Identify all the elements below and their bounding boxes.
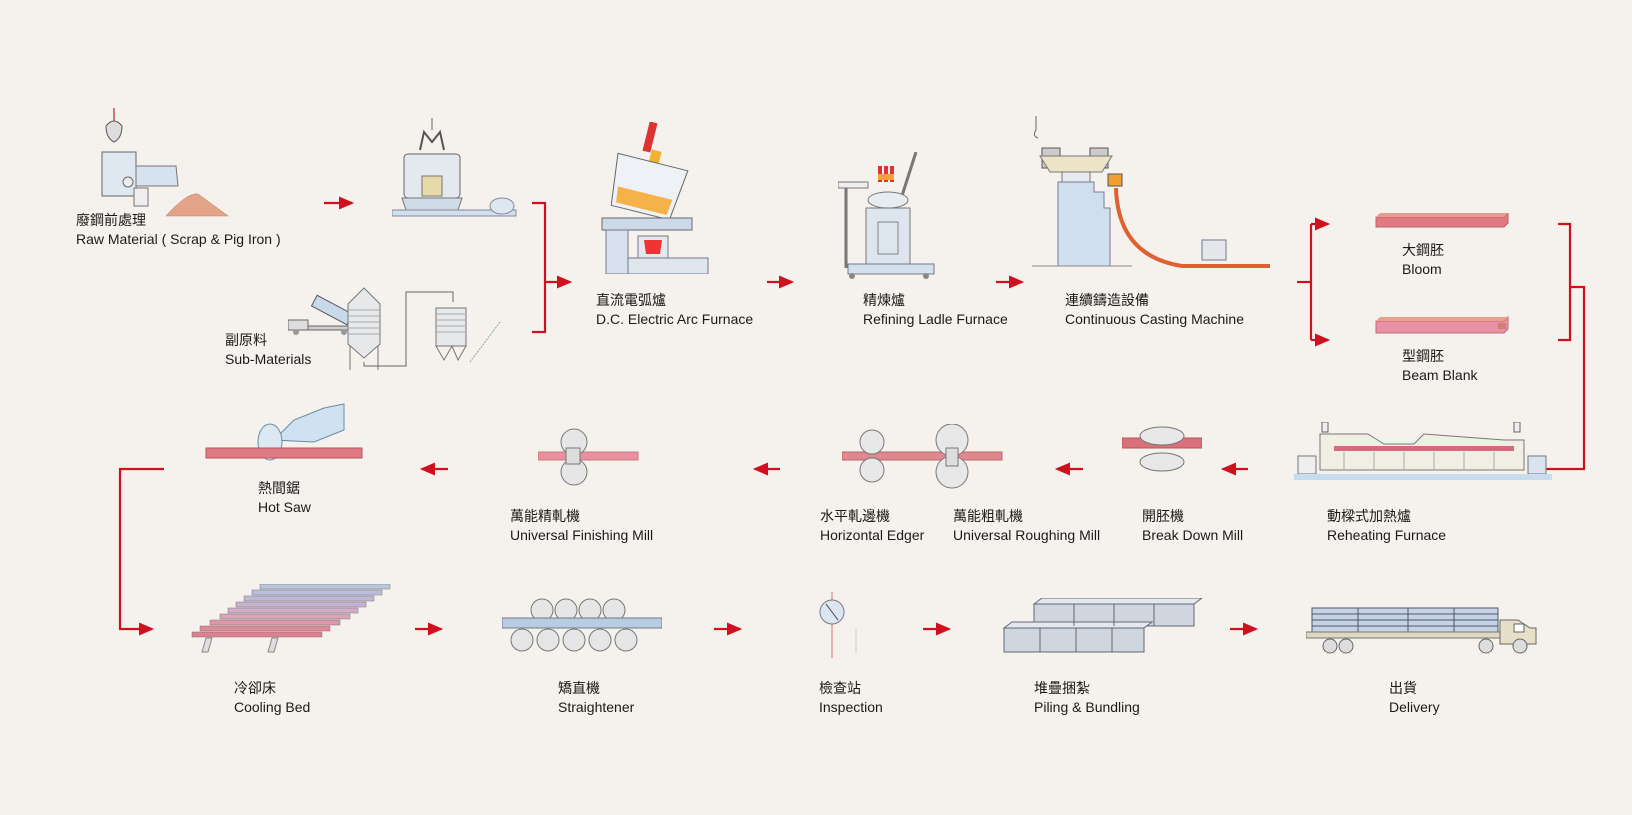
reheating-furnace-illustration	[1294, 422, 1552, 480]
label-zh: 熱間鋸	[258, 481, 300, 497]
label-zh: 萬能精軋機	[510, 509, 580, 525]
step-break-down-mill: 開胚機 Break Down Mill	[1142, 508, 1243, 544]
label-en: Raw Material ( Scrap & Pig Iron )	[76, 231, 281, 247]
label-en: D.C. Electric Arc Furnace	[596, 311, 754, 327]
step-beam-blank: 型鋼胚 Beam Blank	[1402, 348, 1477, 384]
label-en: Inspection	[819, 699, 883, 715]
label-zh: 冷卻床	[234, 681, 276, 697]
straightener-illustration	[502, 598, 662, 652]
label-zh: 萬能粗軋機	[953, 509, 1023, 525]
label-zh: 連續鑄造設備	[1065, 293, 1149, 309]
label-zh: 矯直機	[558, 681, 600, 697]
label-zh: 檢查站	[819, 681, 861, 697]
step-straightener: 矯直機 Straightener	[558, 680, 634, 716]
hot-saw-illustration	[205, 403, 363, 461]
step-delivery: 出貨 Delivery	[1389, 680, 1440, 716]
label-en: Straightener	[558, 699, 635, 715]
step-continuous-casting: 連續鑄造設備 Continuous Casting Machine	[1065, 292, 1244, 328]
charging-bucket-illustration	[392, 118, 517, 217]
arrow-saw-to-cooling	[118, 467, 164, 636]
inspection-illustration	[819, 592, 857, 658]
label-en: Refining Ladle Furnace	[863, 311, 1008, 327]
break-down-mill-illustration	[1122, 426, 1202, 472]
label-en: Beam Blank	[1402, 367, 1478, 383]
label-zh: 直流電弧爐	[596, 293, 666, 309]
label-en: Cooling Bed	[234, 699, 311, 715]
dc-eaf-illustration	[601, 122, 709, 274]
ladle-furnace-illustration	[838, 152, 935, 279]
beam-blank-illustration	[1375, 315, 1509, 334]
step-cooling-bed: 冷卻床 Cooling Bed	[234, 680, 310, 716]
label-en: Break Down Mill	[1142, 527, 1244, 543]
step-raw-material: 廢鋼前處理 Raw Material ( Scrap & Pig Iron )	[76, 212, 281, 248]
label-zh: 型鋼胚	[1402, 349, 1444, 365]
label-zh: 大鋼胚	[1402, 243, 1444, 259]
label-en: Reheating Furnace	[1327, 527, 1447, 543]
universal-roughing-mill-illustration	[842, 424, 1003, 489]
sub-materials-illustration	[288, 287, 501, 370]
step-sub-materials: 副原料 Sub-Materials	[225, 332, 311, 368]
step-bloom: 大鋼胚 Bloom	[1402, 242, 1444, 278]
label-en: Hot Saw	[258, 499, 311, 515]
label-zh: 開胚機	[1142, 509, 1184, 525]
step-universal-roughing-mill: 萬能粗軋機 Universal Roughing Mill	[953, 508, 1100, 544]
step-hot-saw: 熱間鋸 Hot Saw	[258, 480, 311, 516]
label-en: Continuous Casting Machine	[1065, 311, 1244, 327]
label-zh: 副原料	[225, 333, 267, 349]
step-horizontal-edger: 水平軋邊機 Horizontal Edger	[820, 508, 924, 544]
bloom-illustration	[1375, 213, 1509, 228]
delivery-illustration	[1306, 607, 1537, 654]
cooling-bed-illustration	[191, 584, 391, 653]
label-zh: 水平軋邊機	[820, 509, 890, 525]
step-piling-bundling: 堆疊捆紮 Piling & Bundling	[1034, 680, 1140, 716]
label-en: Bloom	[1402, 261, 1442, 277]
label-zh: 動樑式加熱爐	[1327, 509, 1411, 525]
step-inspection: 檢查站 Inspection	[819, 680, 883, 716]
label-en: Universal Finishing Mill	[510, 527, 654, 543]
step-reheating-furnace: 動樑式加熱爐 Reheating Furnace	[1327, 508, 1446, 544]
continuous-casting-illustration	[1032, 116, 1270, 268]
label-en: Horizontal Edger	[820, 527, 925, 543]
label-en: Sub-Materials	[225, 351, 312, 367]
label-zh: 堆疊捆紮	[1034, 681, 1090, 697]
bracket-merge-to-eaf	[532, 201, 547, 334]
label-en: Universal Roughing Mill	[953, 527, 1101, 543]
label-zh: 出貨	[1389, 681, 1417, 697]
label-zh: 廢鋼前處理	[76, 213, 146, 229]
step-dc-eaf: 直流電弧爐 D.C. Electric Arc Furnace	[596, 292, 753, 328]
label-en: Delivery	[1389, 699, 1440, 715]
label-zh: 精煉爐	[863, 293, 905, 309]
universal-finishing-mill-illustration	[538, 428, 639, 486]
raw-material-illustration	[101, 108, 229, 217]
label-en: Piling & Bundling	[1034, 699, 1140, 715]
step-ladle-furnace: 精煉爐 Refining Ladle Furnace	[863, 292, 1008, 328]
step-universal-finishing-mill: 萬能精軋機 Universal Finishing Mill	[510, 508, 653, 544]
piling-bundling-illustration	[1002, 598, 1203, 653]
bracket-merge-from-billets	[1558, 222, 1572, 342]
